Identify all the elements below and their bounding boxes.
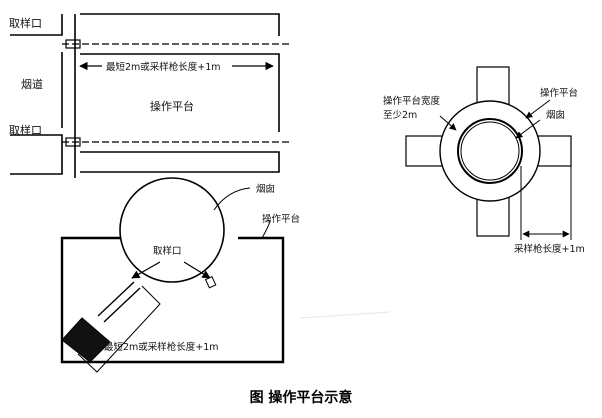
platform-box-lower [80, 53, 280, 132]
sample-port-arrow-left [131, 261, 161, 279]
flue-elevation-view: 最短2m或采样枪长度+1m 取样口 烟道 取样口 操作平台 [9, 13, 291, 178]
platform-leader-right [525, 99, 551, 119]
platform-label: 操作平台 [150, 99, 194, 113]
platform-width-label-2: 至少2m [383, 110, 417, 121]
chimney-leader-right [515, 119, 541, 139]
probe-length-label: 最短2m或采样枪长度+1m [104, 341, 219, 353]
chimney-top-view: 操作平台宽度 至少2m 操作平台 烟囱 采样枪长度+1m [383, 66, 585, 255]
chimney-circle [119, 177, 225, 283]
sample-port-small [204, 276, 217, 289]
platform-box-bottom [80, 151, 280, 173]
probe-shaft [97, 281, 135, 317]
platform-box-upper [80, 13, 280, 36]
flue-wall-left-upper [10, 14, 63, 36]
sample-port-lower [65, 137, 81, 147]
chimney-plan-view: 烟囱 操作平台 取样口 最短2m或采样枪长度+1m [60, 177, 300, 373]
sample-port-upper-label: 取样口 [9, 16, 42, 30]
figure-caption: 图 操作平台示意 [250, 389, 353, 406]
sample-port-lower-label: 取样口 [9, 123, 42, 137]
arm-right [534, 135, 572, 167]
chimney-leader [213, 187, 251, 211]
faint-line [299, 311, 391, 319]
probe-dimension-box [77, 285, 161, 373]
probe-length-label-right: 采样枪长度+1m [514, 243, 585, 255]
length-dimension-label: 最短2m或采样枪长度+1m [106, 61, 221, 73]
chimney-label-right: 烟囱 [546, 109, 565, 121]
platform-width-leader [439, 115, 457, 131]
flue-label: 烟道 [21, 77, 43, 91]
probe-body [61, 317, 111, 363]
flue-wall-left-lower [10, 134, 63, 175]
platform-width-label-1: 操作平台宽度 [383, 95, 441, 107]
platform-label-bottom: 操作平台 [262, 213, 300, 225]
probe-shaft-2 [103, 287, 141, 323]
sample-port-arrow-right [183, 261, 211, 279]
arm-bottom [476, 195, 510, 237]
chimney-ring-inner [460, 121, 520, 181]
platform-label-right: 操作平台 [540, 87, 578, 99]
sample-port-upper [65, 39, 81, 49]
sample-port-label-bottom: 取样口 [153, 245, 182, 257]
chimney-label: 烟囱 [256, 183, 275, 195]
platform-outline [60, 236, 285, 364]
chimney-ring [457, 118, 523, 184]
platform-leader [261, 219, 271, 239]
